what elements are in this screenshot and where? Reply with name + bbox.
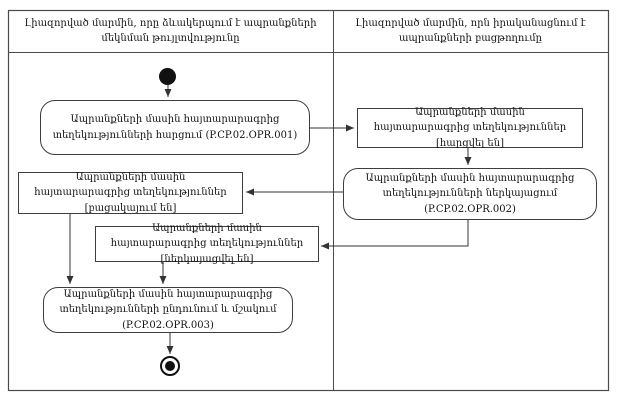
outer-frame: [7, 9, 610, 392]
final-node-core: [165, 361, 175, 371]
lane-header-left: Լիազորված մարմին, որը ձևակերպում է ապրան…: [24, 17, 317, 45]
edge-op2-to-obj-submitted: [321, 220, 469, 250]
object-info-missing: Ապրանքների մասին հայտարարագրից տեղեկությ…: [18, 172, 243, 214]
final-node: [160, 356, 180, 376]
object-info-requested: Ապրանքների մասին հայտարարագրից տեղեկությ…: [357, 107, 583, 149]
lane-header-right: Լիազորված մարմին, որն իրականացնում է ապր…: [355, 17, 586, 45]
activity-query-declaration-info: Ապրանքների մասին հայտարարագրից տեղեկությ…: [40, 100, 310, 155]
activity-receive-process-info: Ապրանքների մասին հայտարարագրից տեղեկությ…: [43, 287, 293, 333]
initial-node: [159, 68, 176, 85]
activity-submit-declaration-info: Ապրանքների մասին հայտարարագրից տեղեկությ…: [343, 168, 597, 220]
object-info-submitted: Ապրանքների մասին հայտարարագրից տեղեկությ…: [95, 223, 319, 265]
